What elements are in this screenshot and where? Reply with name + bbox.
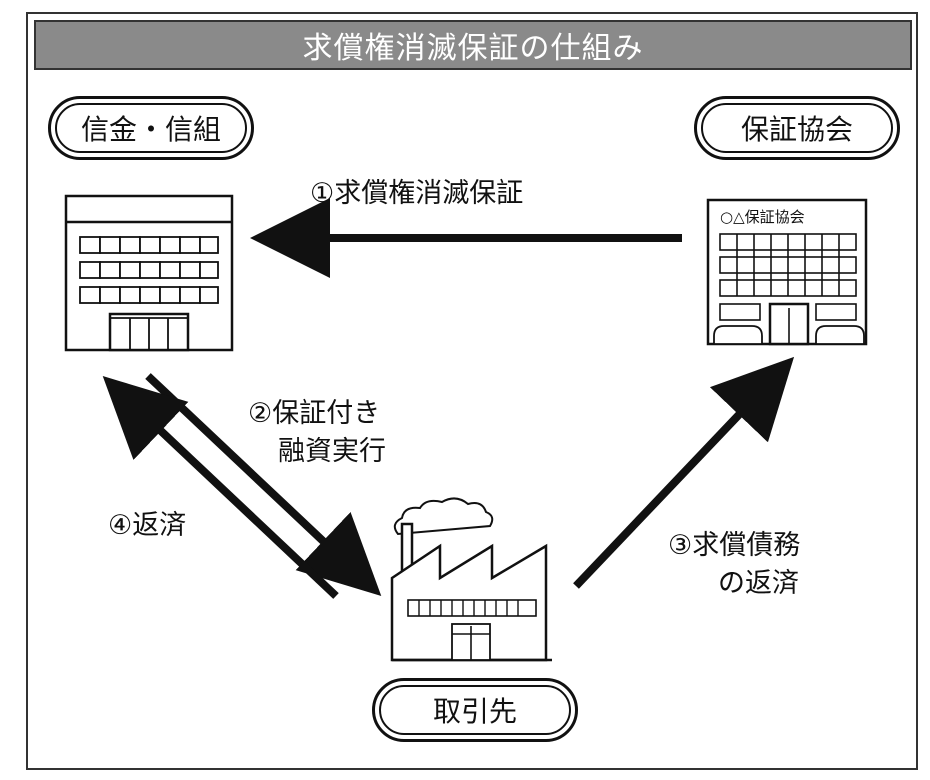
client-node-label: 取引先 [372, 678, 578, 742]
step3-label-line2: の返済 [718, 568, 799, 599]
bank-node-label: 信金・信組 [48, 96, 254, 160]
step3-arrow [573, 356, 795, 589]
step2-label-line2: 融資実行 [278, 436, 386, 467]
diagram-frame [26, 12, 918, 770]
step3-label-line1: ③求償債務 [668, 530, 801, 561]
step2-label-line1: ②保証付き [248, 398, 381, 429]
step2-arrow [145, 373, 382, 596]
title-bar: 求償権消滅保証の仕組み [34, 20, 912, 70]
bank-label: 信金・信組 [80, 113, 221, 146]
step1-label: ①求償権消滅保証 [310, 178, 524, 209]
diagram-title: 求償権消滅保証の仕組み [302, 31, 644, 66]
guarantee-assoc-node-label: 保証協会 [694, 96, 900, 160]
step4-arrow [102, 376, 339, 599]
client-label: 取引先 [432, 695, 517, 728]
step4-label: ④返済 [108, 510, 187, 541]
bank-building-icon [64, 194, 234, 352]
guarantee-assoc-building-sign: ○△保証協会 [720, 208, 805, 226]
factory-icon [390, 497, 552, 662]
guarantee-assoc-building-icon [706, 198, 868, 346]
guarantee-assoc-label: 保証協会 [740, 113, 853, 146]
